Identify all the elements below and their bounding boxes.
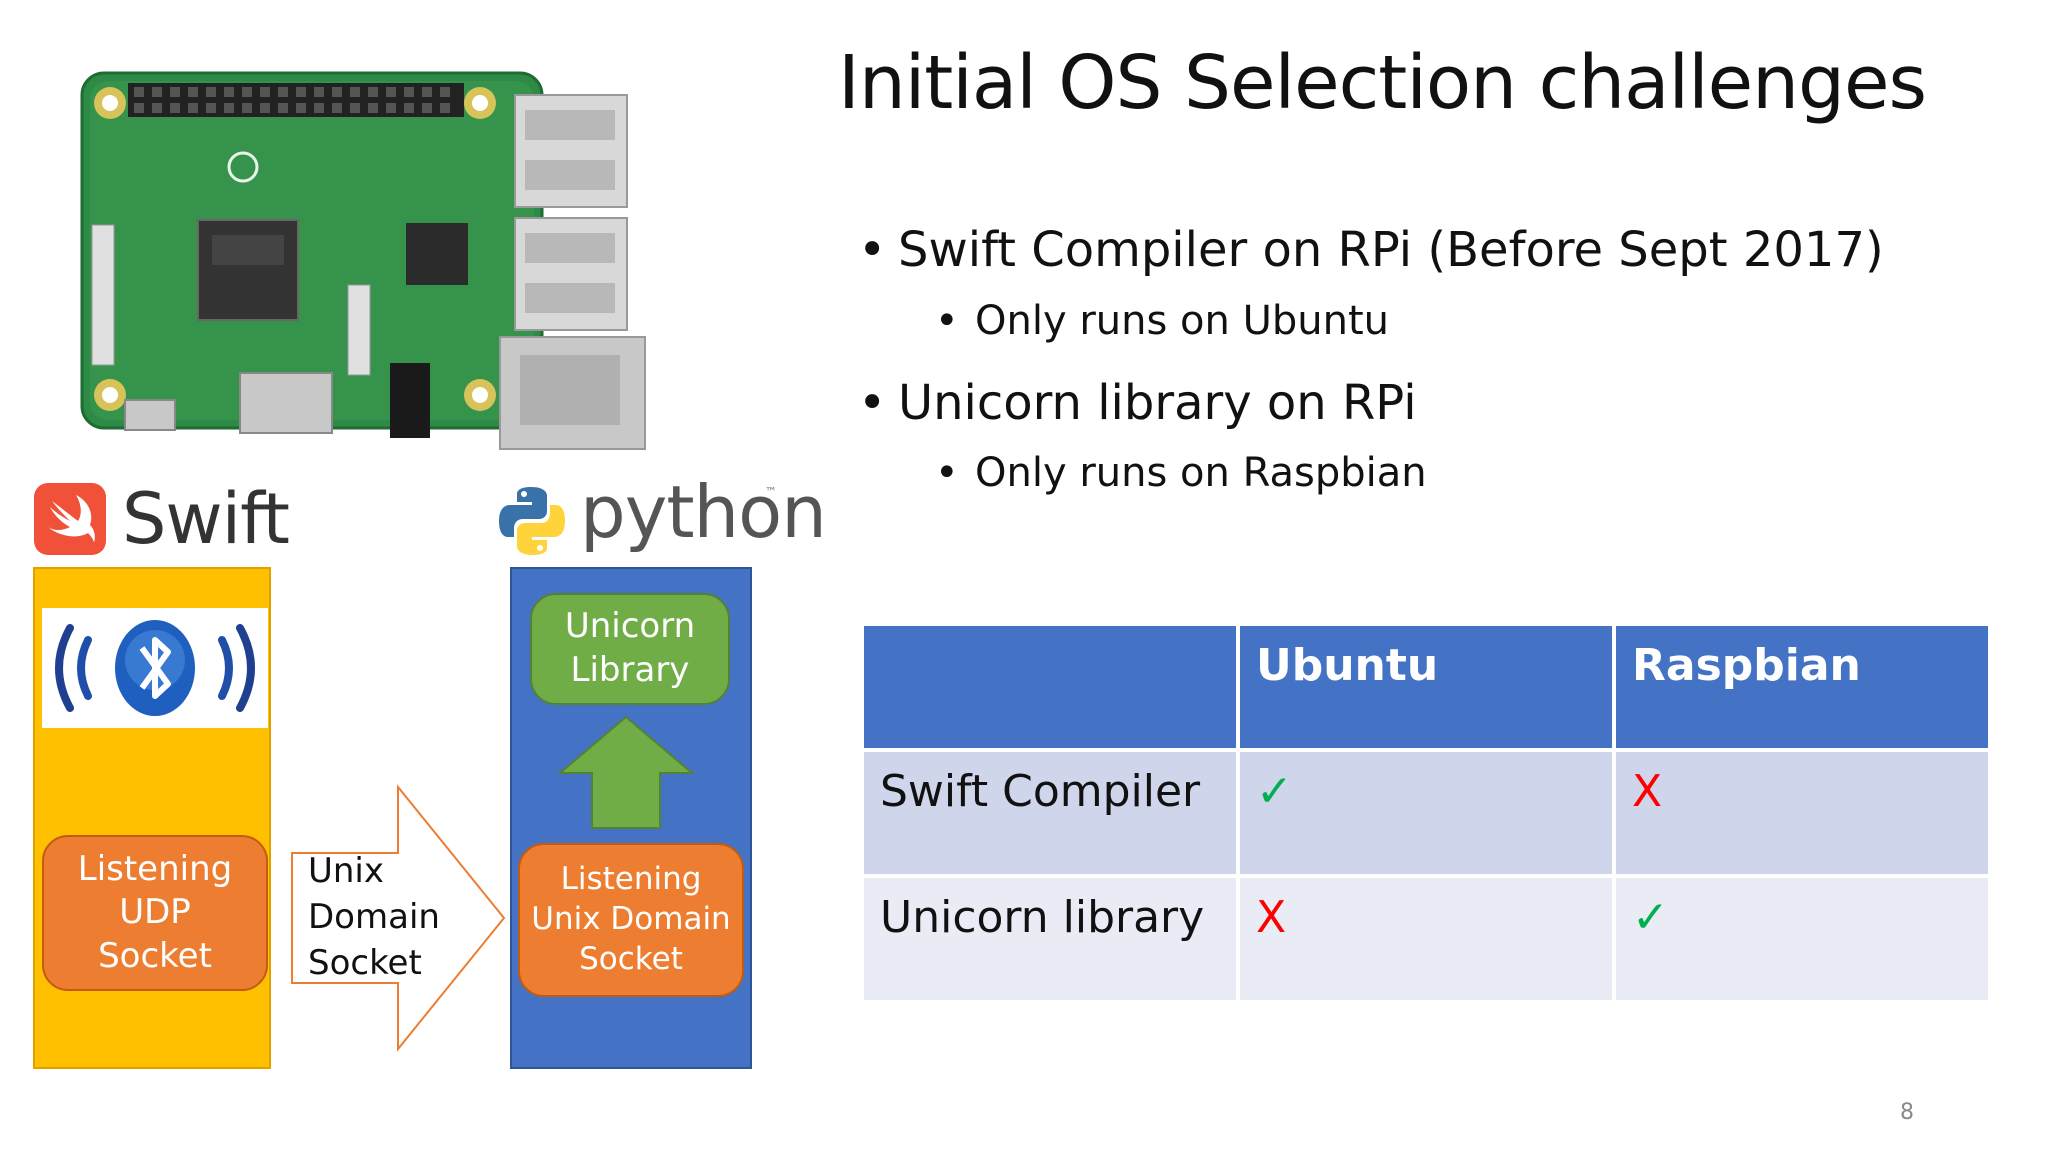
raspberry-pi-board-image (80, 71, 646, 450)
table-header-row: Ubuntu Raspbian (860, 622, 1992, 752)
header-cell-empty (860, 622, 1240, 752)
header-cell-raspbian: Raspbian (1612, 622, 1992, 752)
sub-bullet-text: Only runs on Raspbian (975, 450, 1427, 496)
slide-title: Initial OS Selection challenges (838, 40, 1927, 126)
bullet-text: Unicorn library on RPi (898, 375, 1417, 431)
unix-domain-socket-label: Unix Domain Socket (308, 848, 440, 987)
bluetooth-image (42, 608, 268, 728)
row-label: Swift Compiler (860, 748, 1240, 878)
os-compatibility-table: Ubuntu Raspbian Swift Compiler ✓ X Unico… (860, 622, 1992, 1004)
label-line: Domain (308, 897, 440, 938)
swift-logo-icon (34, 483, 106, 555)
swift-wordmark: Swift (122, 478, 290, 560)
bullet-unicorn-library: •Unicorn library on RPi (858, 375, 1417, 431)
box-line: Listening (77, 848, 233, 889)
box-line: Unix Domain (531, 901, 731, 938)
up-arrow-icon (557, 715, 695, 829)
label-line: Unix (308, 851, 385, 891)
header-cell-ubuntu: Ubuntu (1236, 622, 1616, 752)
table-row: Swift Compiler ✓ X (860, 748, 1992, 878)
bluetooth-icon (55, 620, 255, 716)
listening-udp-socket-box: Listening UDP Socket (42, 835, 268, 991)
check-mark-icon: ✓ (1612, 874, 1992, 1004)
sub-bullet-raspbian: • Only runs on Raspbian (935, 450, 1427, 496)
bullet-dot: • (935, 298, 959, 344)
box-line: Library (570, 650, 690, 690)
sub-bullet-text: Only runs on Ubuntu (975, 298, 1389, 344)
bullet-dot: • (935, 450, 959, 496)
python-logo-icon (499, 487, 565, 555)
bullet-text: Swift Compiler on RPi (Before Sept 2017) (898, 222, 1884, 278)
unicorn-library-box: Unicorn Library (530, 593, 730, 705)
label-line: Socket (308, 943, 422, 984)
bullet-dot: • (858, 375, 887, 431)
bullet-dot: • (858, 222, 887, 278)
right-arrow-icon (291, 784, 506, 1052)
cross-mark-icon: X (1236, 874, 1616, 1004)
row-label: Unicorn library (860, 874, 1240, 1004)
box-line: Socket (98, 935, 212, 976)
box-line: UDP (119, 892, 191, 933)
slide-number: 8 (1900, 1100, 1914, 1125)
python-wordmark: python (580, 470, 827, 554)
table-row: Unicorn library X ✓ (860, 874, 1992, 1004)
box-line: Listening (560, 861, 702, 898)
listening-unix-domain-socket-box: Listening Unix Domain Socket (518, 843, 744, 997)
sub-bullet-ubuntu: • Only runs on Ubuntu (935, 298, 1389, 344)
box-line: Socket (579, 940, 683, 977)
box-line: Unicorn (564, 606, 696, 647)
cross-mark-icon: X (1612, 748, 1992, 878)
check-mark-icon: ✓ (1236, 748, 1616, 878)
bullet-swift-compiler: •Swift Compiler on RPi (Before Sept 2017… (858, 222, 1884, 278)
python-trademark: ™ (765, 485, 777, 499)
